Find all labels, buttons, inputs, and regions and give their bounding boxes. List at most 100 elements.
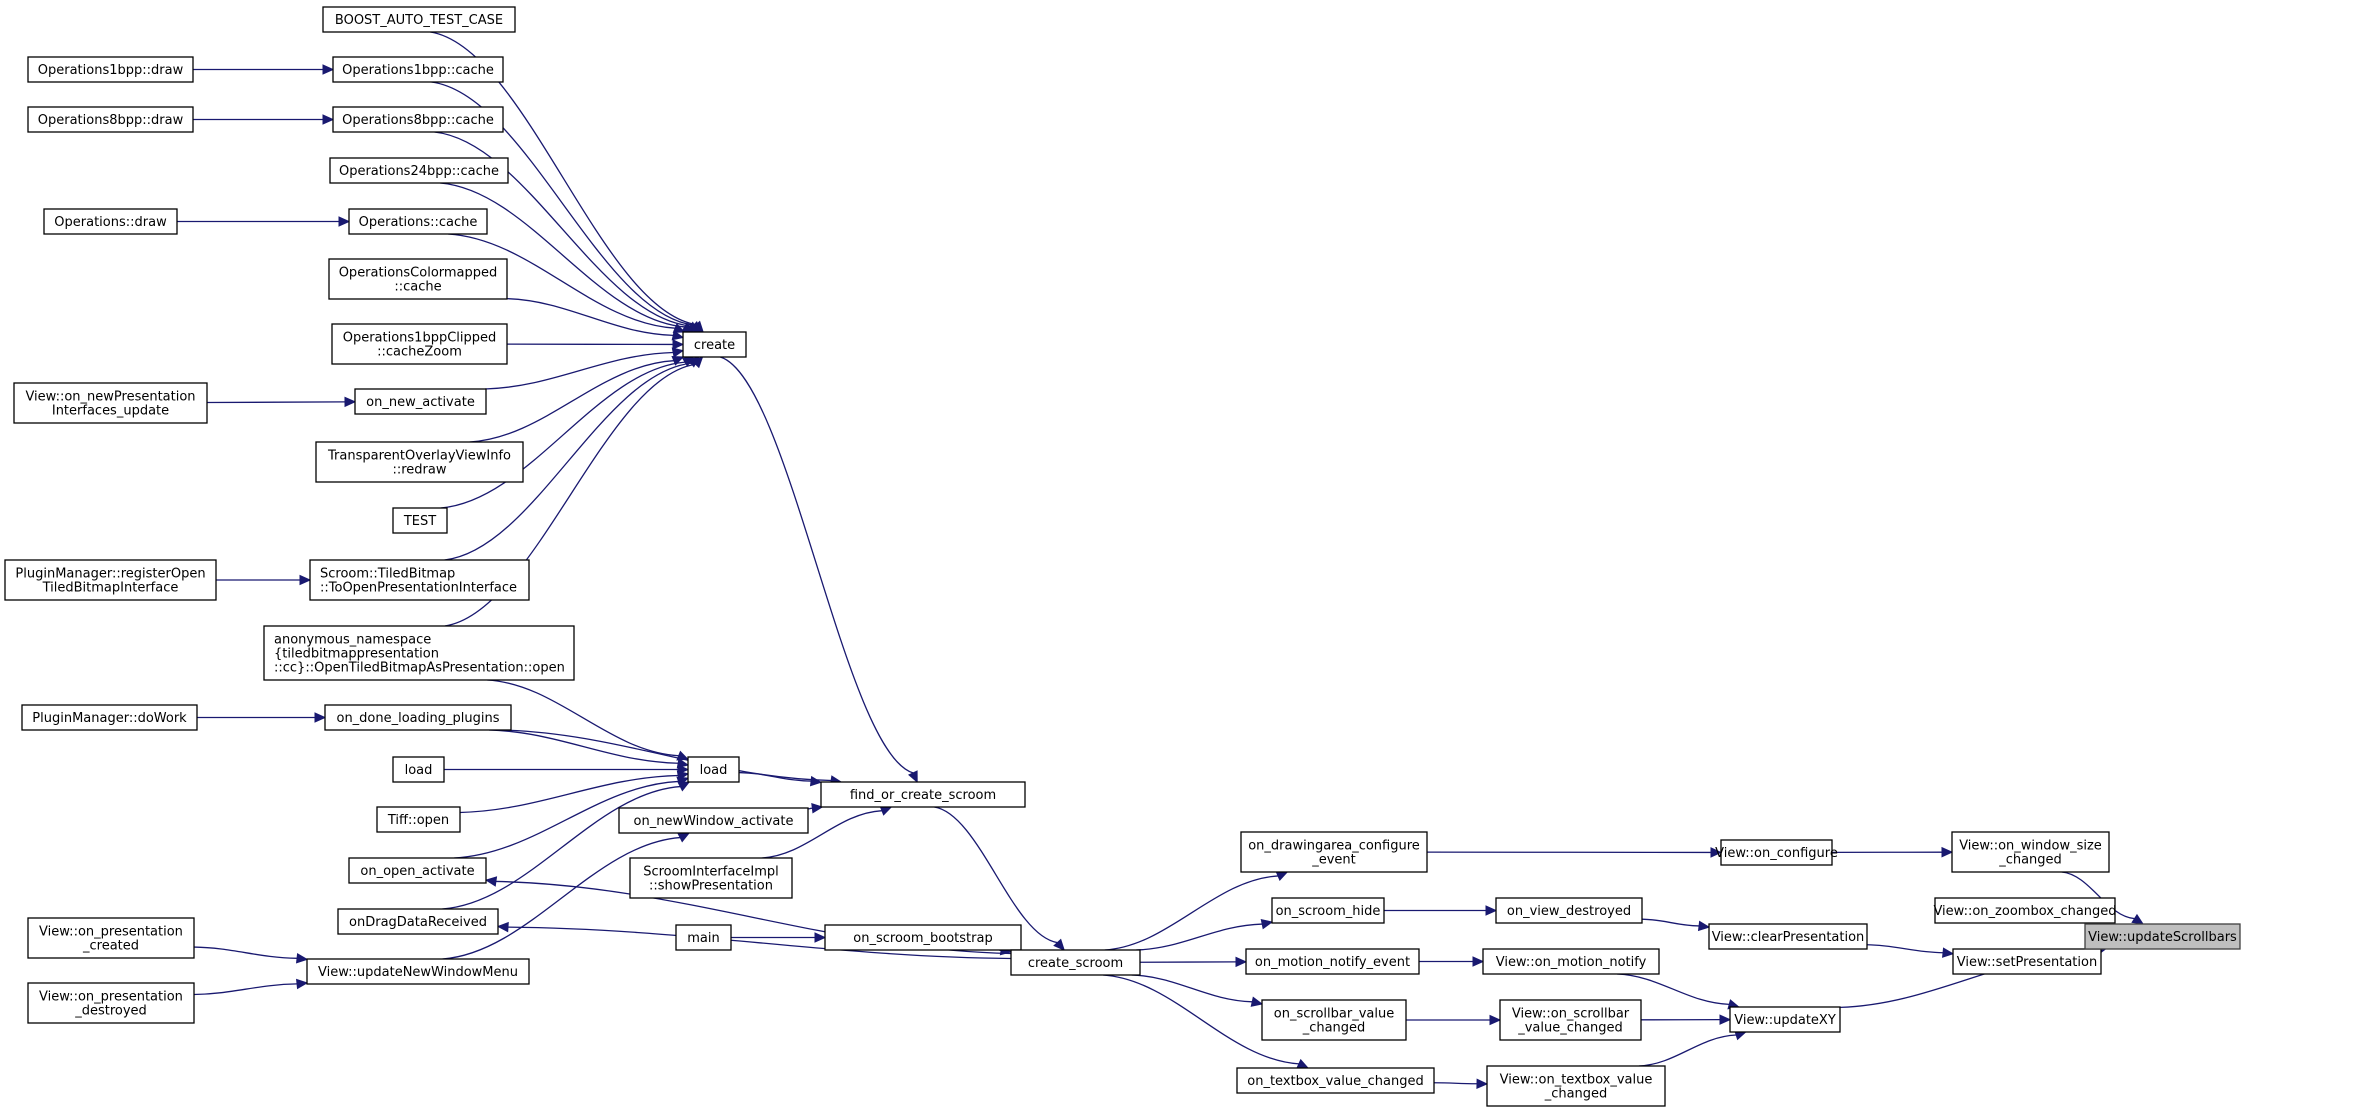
node-test[interactable]: TEST [392, 507, 448, 534]
node-create[interactable]: create [682, 331, 747, 358]
node-onnewact[interactable]: on_new_activate [354, 388, 487, 415]
node-box[interactable] [1482, 948, 1660, 975]
node-ondoneload[interactable]: on_done_loading_plugins [324, 704, 512, 731]
node-viewprescreated[interactable]: View::on_presentation_created [27, 917, 195, 959]
node-onopenact[interactable]: on_open_activate [348, 857, 487, 884]
node-ops1clip[interactable]: Operations1bppClipped::cacheZoom [331, 323, 508, 365]
node-anon[interactable]: anonymous_namespace{tiledbitmappresentat… [263, 625, 575, 681]
node-box[interactable] [392, 756, 445, 783]
node-opscache[interactable]: Operations::cache [348, 208, 488, 235]
node-box[interactable] [675, 924, 732, 951]
node-viewwinsize[interactable]: View::on_window_size_changed [1951, 831, 2110, 873]
node-viewzoombox[interactable]: View::on_zoombox_changed [1933, 897, 2117, 924]
node-box[interactable] [354, 388, 487, 415]
node-box[interactable] [331, 323, 508, 365]
node-box[interactable] [348, 208, 488, 235]
node-viewsetpres[interactable]: View::setPresentation [1952, 948, 2102, 975]
node-box[interactable] [329, 157, 509, 184]
node-box[interactable] [328, 258, 508, 300]
node-createscroom[interactable]: create_scroom [1010, 949, 1141, 976]
node-box[interactable] [27, 917, 195, 959]
node-ops1cache[interactable]: Operations1bpp::cache [332, 56, 504, 83]
node-ondragdata[interactable]: onDragDataReceived [337, 908, 499, 935]
node-viewupdxy[interactable]: View::updateXY [1729, 1006, 1841, 1033]
node-box[interactable] [1010, 949, 1141, 976]
node-box[interactable] [1951, 831, 2110, 873]
node-viewclear[interactable]: View::clearPresentation [1708, 923, 1868, 950]
node-box[interactable] [263, 625, 575, 681]
node-ops8draw[interactable]: Operations8bpp::draw [27, 106, 194, 133]
node-scroomshow[interactable]: ScroomInterfaceImpl::showPresentation [629, 857, 793, 899]
node-viewtextbox[interactable]: View::on_textbox_value_changed [1486, 1065, 1666, 1107]
node-motionevent[interactable]: on_motion_notify_event [1245, 948, 1420, 975]
node-box[interactable] [2084, 923, 2241, 950]
node-box[interactable] [21, 704, 198, 731]
node-box[interactable] [1729, 1006, 1841, 1033]
node-box[interactable] [309, 559, 530, 601]
node-box[interactable] [392, 507, 448, 534]
node-box[interactable] [1271, 897, 1385, 924]
node-box[interactable] [337, 908, 499, 935]
node-scroomhide[interactable]: on_scroom_hide [1271, 897, 1385, 924]
node-box[interactable] [629, 857, 793, 899]
node-onnewwin[interactable]: on_newWindow_activate [618, 807, 809, 834]
node-box[interactable] [315, 441, 524, 483]
node-box[interactable] [4, 559, 217, 601]
node-box[interactable] [332, 56, 504, 83]
node-pmregister[interactable]: PluginManager::registerOpenTiledBitmapIn… [4, 559, 217, 601]
node-box[interactable] [687, 756, 740, 783]
node-load[interactable]: load [687, 756, 740, 783]
node-box[interactable] [324, 704, 512, 731]
node-viewconfigure[interactable]: View::on_configure [1715, 839, 1838, 866]
node-viewnewpres[interactable]: View::on_newPresentationInterfaces_updat… [13, 382, 208, 424]
node-box[interactable] [1240, 831, 1428, 873]
node-opsdraw[interactable]: Operations::draw [43, 208, 178, 235]
node-viewupdnewwin[interactable]: View::updateNewWindowMenu [306, 958, 530, 985]
node-box[interactable] [1236, 1067, 1435, 1094]
node-ops8cache[interactable]: Operations8bpp::cache [332, 106, 504, 133]
node-viewscrollbar[interactable]: View::on_scrollbar_value_changed [1499, 999, 1642, 1041]
node-box[interactable] [322, 6, 516, 33]
node-viewpresdestroyed[interactable]: View::on_presentation_destroyed [27, 982, 195, 1024]
node-box[interactable] [306, 958, 530, 985]
node-box[interactable] [618, 807, 809, 834]
node-viewmotion[interactable]: View::on_motion_notify [1482, 948, 1660, 975]
node-box[interactable] [1708, 923, 1868, 950]
node-drawconf[interactable]: on_drawingarea_configure_event [1240, 831, 1428, 873]
node-box[interactable] [27, 56, 194, 83]
node-box[interactable] [1261, 999, 1407, 1041]
node-tiffopen[interactable]: Tiff::open [376, 806, 461, 833]
node-box[interactable] [1486, 1065, 1666, 1107]
node-box[interactable] [376, 806, 461, 833]
node-box[interactable] [1495, 897, 1643, 924]
node-tiledbm[interactable]: Scroom::TiledBitmap::ToOpenPresentationI… [309, 559, 530, 601]
node-box[interactable] [1934, 897, 2116, 924]
node-ops1draw[interactable]: Operations1bpp::draw [27, 56, 194, 83]
node-opscmap[interactable]: OperationsColormapped::cache [328, 258, 508, 300]
node-ops24cache[interactable]: Operations24bpp::cache [329, 157, 509, 184]
node-box[interactable] [1952, 948, 2102, 975]
node-scrollbarval[interactable]: on_scrollbar_value_changed [1261, 999, 1407, 1041]
node-box[interactable] [27, 982, 195, 1024]
node-box[interactable] [332, 106, 504, 133]
node-box[interactable] [1499, 999, 1642, 1041]
node-box[interactable] [1245, 948, 1420, 975]
node-textboxval[interactable]: on_textbox_value_changed [1236, 1067, 1435, 1094]
node-box[interactable] [27, 106, 194, 133]
node-box[interactable] [348, 857, 487, 884]
node-root[interactable]: View::updateScrollbars [2084, 923, 2241, 950]
node-box[interactable] [13, 382, 208, 424]
node-main[interactable]: main [675, 924, 732, 951]
node-pmdowork[interactable]: PluginManager::doWork [21, 704, 198, 731]
node-box[interactable] [820, 781, 1026, 808]
node-bootstrap[interactable]: on_scroom_bootstrap [824, 924, 1022, 951]
node-box[interactable] [824, 924, 1022, 951]
node-viewdestroyed[interactable]: on_view_destroyed [1495, 897, 1643, 924]
node-box[interactable] [1720, 839, 1833, 866]
node-load2[interactable]: load [392, 756, 445, 783]
node-transp[interactable]: TransparentOverlayViewInfo::redraw [315, 441, 524, 483]
node-box[interactable] [682, 331, 747, 358]
node-findorcreate[interactable]: find_or_create_scroom [820, 781, 1026, 808]
node-box[interactable] [43, 208, 178, 235]
node-boost[interactable]: BOOST_AUTO_TEST_CASE [322, 6, 516, 33]
